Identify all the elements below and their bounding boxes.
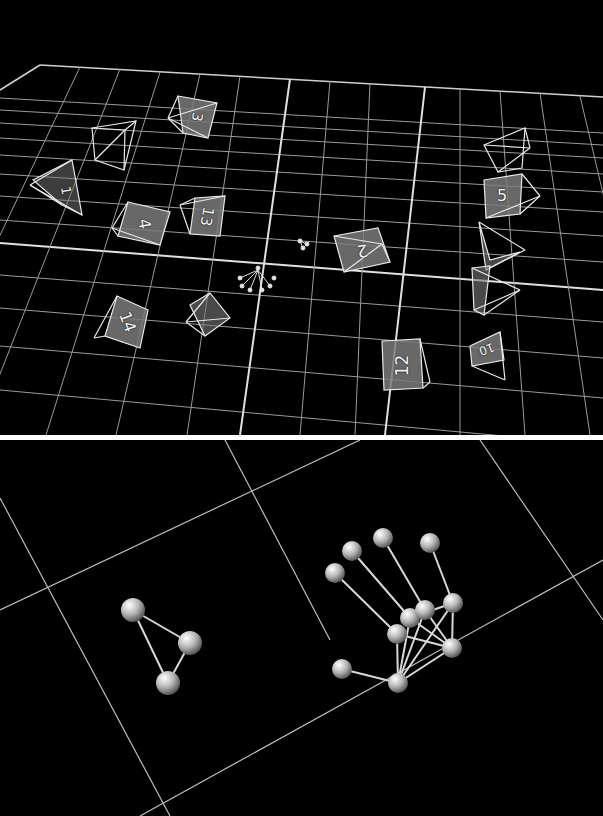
mini-markers <box>238 239 309 292</box>
camera-number: 1 <box>59 185 73 195</box>
camera-number: 5 <box>497 188 507 204</box>
camera-number: 2 <box>355 241 369 260</box>
camera-pyramids <box>30 96 540 390</box>
camera-number: 13 <box>198 205 216 226</box>
panel-divider <box>0 435 603 440</box>
marker-spheres <box>121 528 463 695</box>
floor-grid <box>0 65 603 435</box>
camera-number: 12 <box>394 354 411 376</box>
closeup-grid <box>0 440 603 816</box>
marker-links <box>133 538 453 683</box>
